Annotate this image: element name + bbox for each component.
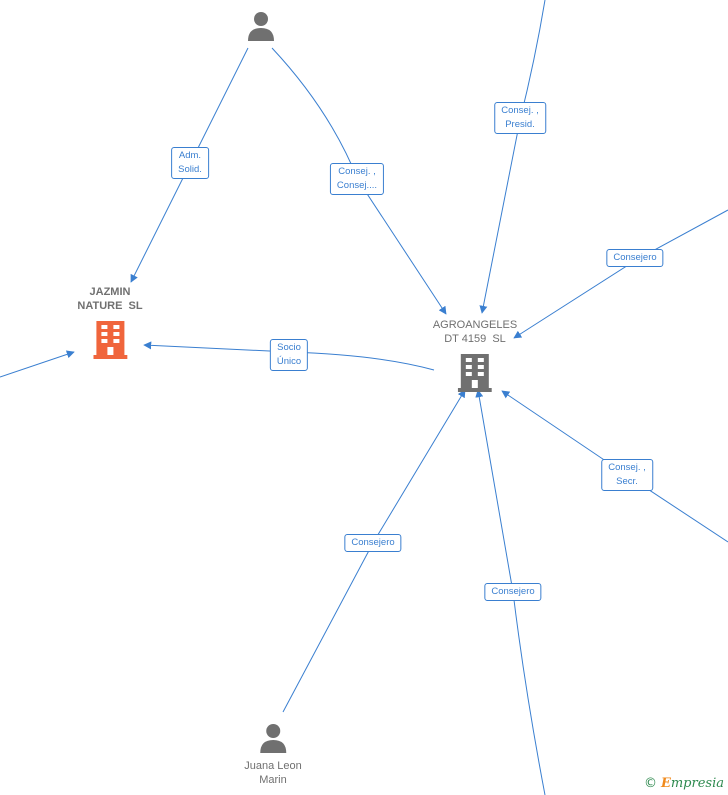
node-label: AGROANGELES DT 4159 SL xyxy=(432,319,518,345)
watermark-initial: E xyxy=(660,776,671,791)
node-person-top[interactable] xyxy=(246,11,276,41)
node-label: JAZMIN NATURE SL xyxy=(77,286,143,312)
edge-label-consej-secr[interactable]: Consej. , Secr. xyxy=(601,459,653,491)
node-label: Juana Leon Marin xyxy=(244,760,302,786)
node-juana-leon-marin[interactable]: Juana Leon Marin xyxy=(244,723,302,787)
edge-label-socio-unico[interactable]: Socio Único xyxy=(269,339,309,371)
edge-label-consejero-bottom[interactable]: Consejero xyxy=(484,583,542,601)
node-jazmin-nature[interactable]: JAZMIN NATURE SL xyxy=(77,285,143,359)
empresia-watermark: ©Empresia xyxy=(644,776,724,791)
edge-label-consej-consej[interactable]: Consej. , Consej.... xyxy=(329,163,385,195)
copyright-icon: © xyxy=(643,776,657,791)
building-icon xyxy=(457,354,492,392)
person-icon xyxy=(248,12,274,41)
edge-label-consejero-juana[interactable]: Consejero xyxy=(344,534,402,552)
person-icon xyxy=(260,724,286,753)
edge-consejero-right[interactable] xyxy=(513,209,728,339)
edge-consejero-bottom[interactable] xyxy=(475,389,546,795)
node-agroangeles[interactable]: AGROANGELES DT 4159 SL xyxy=(433,318,517,392)
edge-left-incoming[interactable] xyxy=(0,350,75,378)
watermark-text: mpresia xyxy=(670,776,724,791)
edge-label-consej-presid[interactable]: Consej. , Presid. xyxy=(494,102,546,134)
edge-consej-presid[interactable] xyxy=(479,0,546,314)
edge-label-adm-solid[interactable]: Adm. Solid. xyxy=(171,147,209,179)
building-icon xyxy=(93,321,127,359)
edge-label-consejero-right[interactable]: Consejero xyxy=(606,249,664,267)
